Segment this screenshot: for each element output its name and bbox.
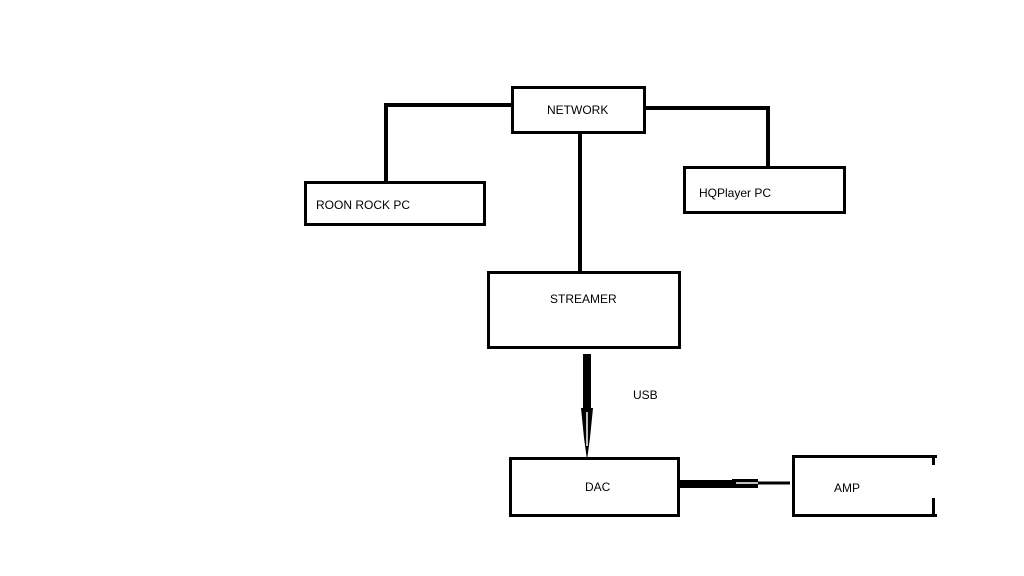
node-label-roon-rock-pc: ROON ROCK PC [316, 198, 411, 212]
node-dac [509, 457, 680, 517]
edge-network-hqplayer [646, 106, 770, 167]
usb-cable [581, 354, 593, 460]
edge-label-usb: USB [633, 388, 658, 402]
node-streamer [487, 271, 681, 349]
node-amp [792, 455, 937, 517]
node-hqplayer-pc [683, 166, 846, 214]
node-label-amp: AMP [834, 481, 861, 495]
node-label-network: NETWORK [547, 103, 609, 117]
node-label-dac: DAC [585, 480, 611, 494]
node-roon-rock-pc [304, 181, 486, 226]
node-network [511, 86, 646, 134]
node-label-hqplayer-pc: HQPlayer PC [699, 186, 772, 200]
dac-amp-cable [680, 479, 790, 488]
amp-right-edge-top [932, 455, 935, 465]
node-label-streamer: STREAMER [550, 292, 617, 306]
amp-right-edge-bottom [932, 498, 935, 517]
edge-network-roon [384, 103, 511, 187]
